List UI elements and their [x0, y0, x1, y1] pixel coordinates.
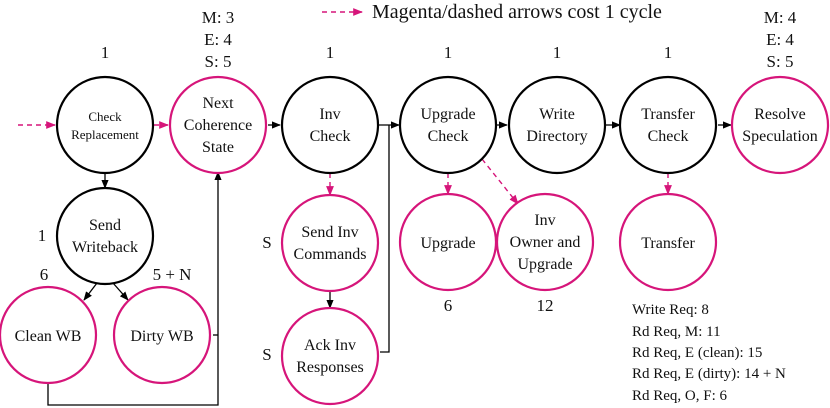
node-check-replacement: Check Replacement	[55, 75, 155, 175]
note-rd-req-m: Rd Req, M: 11	[632, 324, 721, 340]
node-transfer-check-line-2: Check	[648, 128, 689, 145]
node-check-replacement-line-2: Replacement	[71, 127, 139, 142]
node-clean-wb-label: Clean WB	[15, 328, 82, 345]
node-dirty-wb: Dirty WB	[112, 285, 212, 385]
node-upgrade-check-line-1: Upgrade	[420, 106, 475, 123]
edge-clean-wb-to-next-coherence	[47, 171, 222, 406]
node-write-directory-line-2: Directory	[526, 128, 587, 145]
cost-inv-check: 1	[326, 43, 335, 62]
node-write-directory-line-1: Write	[539, 106, 575, 123]
node-send-writeback-line-2: Writeback	[72, 239, 138, 256]
node-upgrade-check-line-2: Check	[428, 128, 469, 145]
cost-next-coherence-m: M: 3	[202, 8, 235, 27]
node-upgrade-label: Upgrade	[420, 235, 475, 252]
node-inv-check-line-2: Check	[310, 128, 351, 145]
edge-send-writeback-to-clean-wb	[83, 282, 98, 301]
cost-annotations: 1 M: 3 E: 4 S: 5 1 1 1 1 M: 4 E: 4 S: 5 …	[38, 8, 797, 364]
node-upgrade-check: Upgrade Check	[398, 75, 498, 175]
cost-resolve-m: M: 4	[764, 8, 797, 27]
node-resolve-speculation-line-1: Resolve	[754, 106, 806, 123]
cost-upgrade-check: 1	[444, 43, 453, 62]
node-dirty-wb-label: Dirty WB	[130, 328, 193, 345]
node-next-coherence-state: Next Coherence State	[168, 75, 268, 175]
edges	[18, 121, 732, 406]
legend-text: Magenta/dashed arrows cost 1 cycle	[372, 1, 662, 23]
cost-resolve-s: S: 5	[767, 52, 794, 71]
node-send-inv-commands: Send Inv Commands	[280, 193, 380, 293]
edge-upgrade-check-to-inv-owner	[481, 158, 519, 205]
cost-send-writeback: 1	[38, 226, 47, 245]
cost-clean-wb: 6	[40, 265, 49, 284]
cost-resolve-e: E: 4	[766, 30, 794, 49]
node-clean-wb: Clean WB	[0, 285, 98, 385]
node-inv-owner-line-3: Upgrade	[517, 256, 572, 273]
cost-next-coherence-e: E: 4	[204, 30, 232, 49]
node-inv-check-line-1: Inv	[319, 106, 340, 123]
node-transfer: Transfer	[618, 192, 718, 292]
node-transfer-check-line-1: Transfer	[641, 106, 695, 123]
edge-ack-inv-to-upgrade-check	[380, 125, 390, 353]
node-ack-inv-line-1: Ack Inv	[304, 337, 356, 354]
note-rd-req-e-dirty: Rd Req, E (dirty): 14 + N	[632, 366, 786, 382]
node-next-coherence-line-2: Coherence	[184, 117, 252, 134]
node-next-coherence-line-1: Next	[202, 95, 234, 112]
note-rd-req-e-clean: Rd Req, E (clean): 15	[632, 345, 762, 361]
node-transfer-label: Transfer	[641, 235, 695, 252]
node-send-inv-line-2: Commands	[294, 246, 367, 263]
node-resolve-speculation-line-2: Speculation	[742, 128, 818, 145]
cost-send-inv: S	[262, 233, 271, 252]
node-next-coherence-line-3: State	[202, 139, 234, 156]
node-ack-inv-responses: Ack Inv Responses	[280, 306, 380, 406]
cost-transfer-check: 1	[664, 43, 673, 62]
legend: Magenta/dashed arrows cost 1 cycle	[322, 1, 662, 23]
node-send-inv-line-1: Send Inv	[301, 224, 358, 241]
node-write-directory: Write Directory	[507, 75, 607, 175]
node-resolve-speculation: Resolve Speculation	[730, 75, 830, 175]
note-write-req: Write Req: 8	[632, 302, 709, 318]
cost-inv-owner-upgrade: 12	[537, 296, 554, 315]
cost-ack-inv: S	[262, 345, 271, 364]
edge-send-writeback-to-dirty-wb	[112, 282, 129, 301]
node-check-replacement-line-1: Check	[88, 109, 122, 124]
node-ack-inv-line-2: Responses	[296, 359, 364, 376]
note-rd-req-o-f: Rd Req, O, F: 6	[632, 388, 728, 404]
node-transfer-check: Transfer Check	[618, 75, 718, 175]
node-send-writeback-line-1: Send	[89, 217, 121, 234]
node-send-writeback: Send Writeback	[55, 186, 155, 286]
cost-check-replacement: 1	[101, 43, 110, 62]
cost-dirty-wb: 5 + N	[153, 265, 192, 284]
node-inv-owner-upgrade: Inv Owner and Upgrade	[495, 192, 595, 292]
node-inv-check: Inv Check	[280, 75, 380, 175]
request-cost-notes: Write Req: 8 Rd Req, M: 11 Rd Req, E (cl…	[632, 302, 786, 404]
cost-write-directory: 1	[553, 43, 562, 62]
node-upgrade: Upgrade	[398, 192, 498, 292]
node-inv-owner-line-2: Owner and	[510, 234, 581, 251]
cost-next-coherence-s: S: 5	[205, 52, 232, 71]
node-inv-owner-line-1: Inv	[534, 212, 555, 229]
cost-upgrade: 6	[444, 296, 453, 315]
